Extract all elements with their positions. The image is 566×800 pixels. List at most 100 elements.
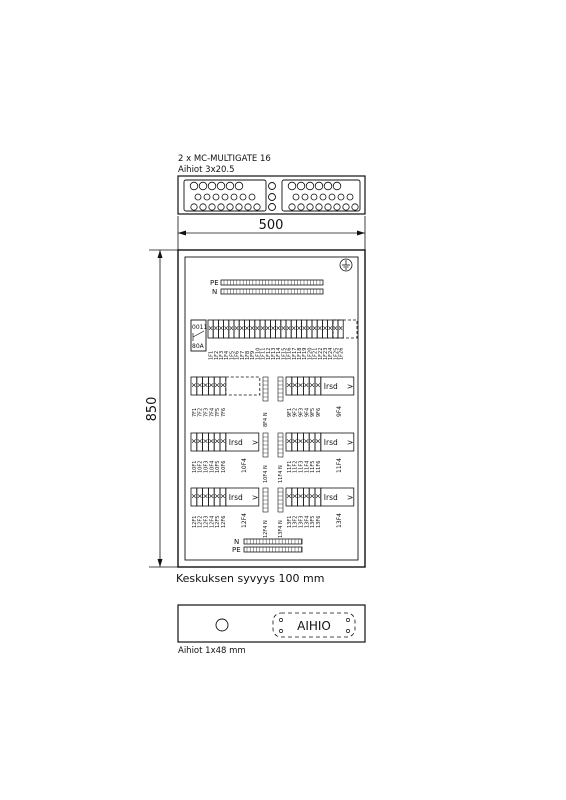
- gland-hole: [239, 193, 247, 201]
- gland-hole: [244, 203, 252, 211]
- breaker-label: 1F25: [333, 348, 339, 360]
- gland-hole: [333, 203, 341, 211]
- breaker-label: 1F22: [318, 348, 324, 360]
- breaker-label: 7F1: [192, 408, 198, 417]
- breaker-label: 1F1: [209, 351, 215, 360]
- gland-hole: [212, 193, 220, 201]
- gland-hole: [332, 181, 342, 191]
- breaker: 7F6: [219, 376, 227, 417]
- breaker-label: 7F3: [204, 408, 210, 417]
- breaker-label: 11F3: [299, 461, 305, 473]
- bottom-busbars: N PE: [232, 538, 303, 554]
- group-tag: 9F4: [336, 406, 343, 417]
- breaker-label: 12F4: [209, 516, 215, 528]
- rcd-module: [225, 432, 260, 452]
- breaker-label: 9F5: [310, 408, 316, 417]
- breaker-label: 12F1: [192, 516, 198, 528]
- gland-hole: [342, 203, 350, 211]
- pe-label-bottom: PE: [232, 546, 241, 554]
- breaker: 1F23: [321, 319, 329, 360]
- cable-hole: [215, 618, 229, 632]
- gland-center-hole: [268, 182, 276, 190]
- rcd-label: Irsd: [229, 493, 243, 502]
- breaker-label: 1F5: [229, 351, 235, 360]
- breaker-label: 1F12: [266, 348, 272, 360]
- group-tag: 13F4: [336, 513, 343, 528]
- chevron-right-icon: >: [347, 493, 354, 502]
- gland-hole: [328, 193, 336, 201]
- gland-hole: [225, 181, 235, 191]
- breaker-label: 1F13: [271, 348, 277, 360]
- gland-hole: [301, 193, 309, 201]
- pe-label: PE: [210, 279, 219, 287]
- breaker-label: 10F4: [209, 461, 215, 473]
- gland-hole: [234, 181, 244, 191]
- width-label: 500: [259, 218, 284, 233]
- breaker-label: 1F18: [297, 348, 303, 360]
- breaker-label: 12F5: [215, 516, 221, 528]
- gland-hole: [306, 203, 314, 211]
- breaker-label: 11F1: [287, 461, 293, 473]
- breaker-label: 13F2: [293, 516, 299, 528]
- earth-icon: [339, 258, 353, 272]
- breaker-label: 7F5: [215, 408, 221, 417]
- gland-hole: [346, 193, 354, 201]
- chevron-right-icon: >: [252, 438, 259, 447]
- chevron-right-icon: >: [252, 493, 259, 502]
- breaker-label: 1F23: [323, 348, 329, 360]
- breaker-label: 7F6: [221, 408, 227, 417]
- top-gland-plate: [177, 175, 366, 215]
- rcd-module: [320, 487, 355, 507]
- rcd-label: Irsd: [229, 438, 243, 447]
- gland-hole: [296, 181, 306, 191]
- breaker-label: 1F9: [250, 351, 256, 360]
- breaker-label: 10F5: [215, 461, 221, 473]
- breaker-label: 9F4: [304, 408, 310, 417]
- gland-hole: [351, 203, 359, 211]
- gland-hole: [208, 203, 216, 211]
- main-switch-rating: 80A: [192, 343, 205, 350]
- breaker-label: 10F2: [198, 461, 204, 473]
- breaker-label: 9F2: [293, 408, 299, 417]
- breaker-label: 13F3: [299, 516, 305, 528]
- height-dimension: 850: [145, 249, 178, 568]
- breaker-label: 12F6: [221, 516, 227, 528]
- terminal-label: 11F4 N: [278, 465, 284, 483]
- bottom-caption: Aihiot 1x48 mm: [178, 646, 246, 656]
- breaker-label: 1F7: [240, 351, 246, 360]
- depth-caption: Keskuksen syvyys 100 mm: [176, 572, 324, 585]
- breaker-label: 13F5: [310, 516, 316, 528]
- breaker-label: 1F2: [214, 351, 220, 360]
- breaker-label: 10F1: [192, 461, 198, 473]
- breaker-label: 7F2: [198, 408, 204, 417]
- gland-hole: [190, 203, 198, 211]
- breaker-label: 1F26: [339, 348, 345, 360]
- breaker-label: 10F6: [221, 461, 227, 473]
- gland-hole: [314, 181, 324, 191]
- breaker-label: 12F3: [204, 516, 210, 528]
- gland-hole: [203, 193, 211, 201]
- breaker: 1F26: [337, 319, 345, 360]
- breaker-label: 1F15: [281, 348, 287, 360]
- spare-space: [332, 319, 358, 339]
- breaker-label: 1F3: [219, 351, 225, 360]
- chevron-right-icon: >: [347, 438, 354, 447]
- n-label-bottom: N: [234, 538, 239, 546]
- breaker-label: 1F10: [255, 348, 261, 360]
- gland-hole: [253, 203, 261, 211]
- breaker-label: 13F4: [304, 516, 310, 528]
- gland-hole: [217, 203, 225, 211]
- gland-hole: [297, 203, 305, 211]
- rcd-module: [320, 376, 355, 396]
- breaker-label: 1F16: [287, 348, 293, 360]
- gland-hole: [199, 203, 207, 211]
- gland-hole: [207, 181, 217, 191]
- breaker-label: 1F14: [276, 348, 282, 360]
- breaker-label: 10F3: [204, 461, 210, 473]
- rcd-label: Irsd: [324, 438, 338, 447]
- gland-hole: [198, 181, 208, 191]
